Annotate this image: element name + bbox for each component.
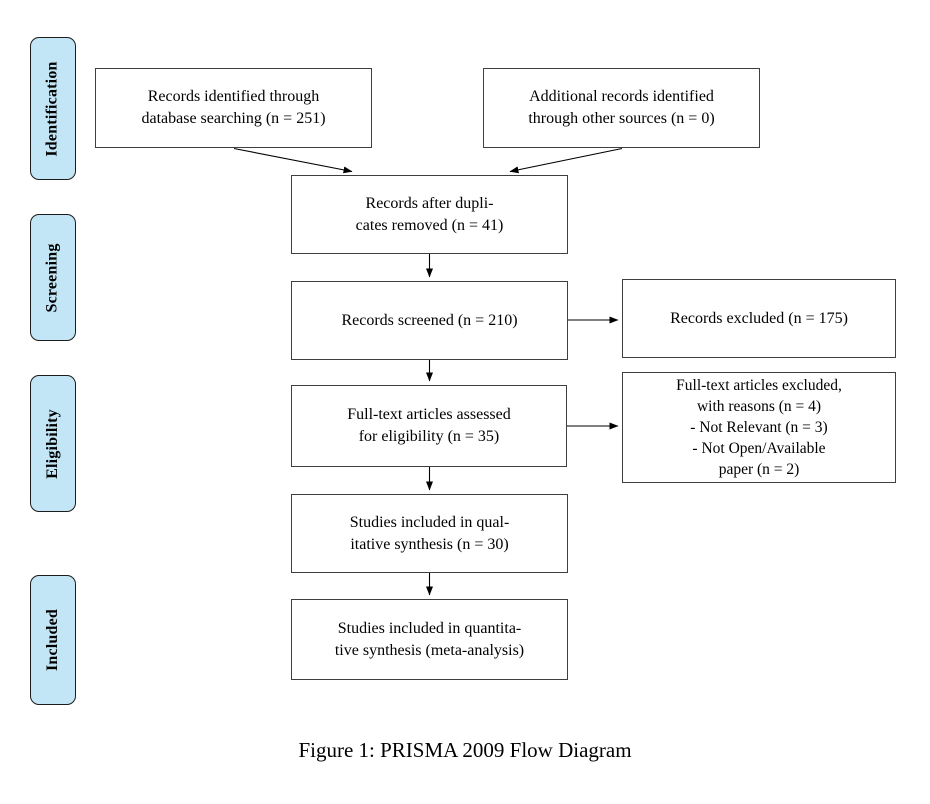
stage-label-text: Screening (44, 242, 61, 313)
stage-label-included: Included (30, 575, 76, 705)
stage-label-text: Identification (44, 60, 61, 157)
figure-caption: Figure 1: PRISMA 2009 Flow Diagram (298, 738, 632, 762)
flow-box-quantitative-synthesis: Studies included in quantita- tive synth… (291, 599, 568, 680)
flow-box-records-excluded: Records excluded (n = 175) (622, 279, 896, 358)
arrow-identified-to-duplicates (233, 147, 353, 174)
stage-label-eligibility: Eligibility (30, 375, 76, 512)
flow-box-qualitative-synthesis: Studies included in qual- itative synthe… (291, 494, 568, 573)
stage-label-identification: Identification (30, 37, 76, 180)
arrow-additional-to-duplicates (509, 147, 623, 174)
flow-box-records-identified: Records identified through database sear… (95, 68, 372, 148)
flow-box-fulltext-assessed: Full-text articles assessed for eligibil… (291, 385, 567, 467)
stage-label-text: Eligibility (44, 408, 61, 479)
flow-box-fulltext-excluded: Full-text articles excluded, with reason… (622, 372, 896, 483)
flow-box-records-screened: Records screened (n = 210) (291, 281, 568, 360)
flow-box-duplicates-removed: Records after dupli- cates removed (n = … (291, 175, 568, 254)
stage-label-screening: Screening (30, 214, 76, 341)
flow-box-additional-records: Additional records identified through ot… (483, 68, 760, 148)
stage-label-text: Included (44, 608, 62, 672)
